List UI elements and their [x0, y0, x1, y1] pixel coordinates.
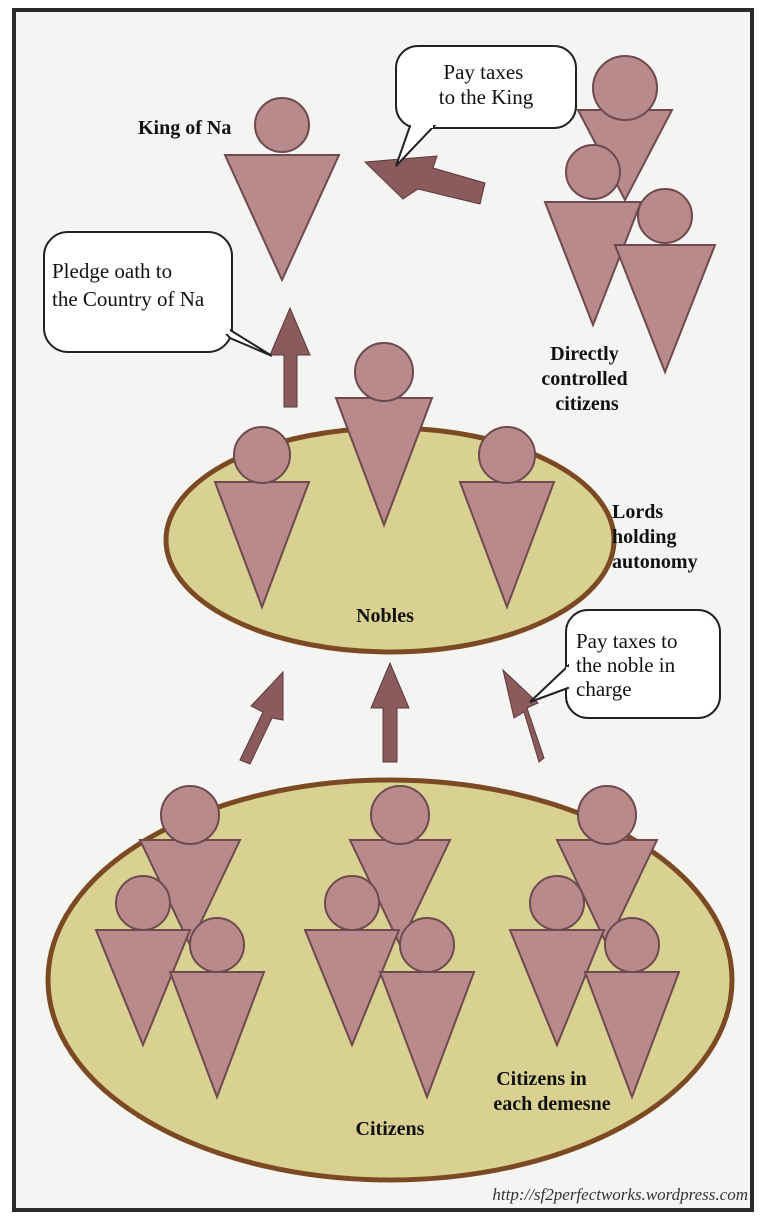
citizens-label: Citizens [356, 1118, 425, 1140]
source-url: http://sf2perfectworks.wordpress.com [492, 1185, 748, 1204]
figure-head [115, 875, 171, 931]
figure-head [160, 785, 220, 845]
bubble-line: the Country of Na [52, 287, 205, 311]
bubble-text: Pledge oath to the Country of Na [52, 259, 205, 311]
direct-citizens-label: Directly controlled citizens [541, 343, 632, 415]
bubble-line: charge [576, 677, 632, 701]
label-line: autonomy [612, 551, 698, 573]
figure-body [223, 154, 341, 283]
figure-head [529, 875, 585, 931]
figure-head [324, 875, 380, 931]
citizen-figure [138, 785, 242, 948]
speech-bubble-pay-noble: Pay taxes to the noble in charge [529, 609, 721, 719]
citizen-figure [508, 875, 606, 1048]
bubble-line: to the King [439, 85, 534, 109]
bubble-box [43, 231, 233, 353]
speech-bubble-pledge: Pledge oath to the Country of Na [43, 231, 273, 357]
figures-layer [94, 55, 717, 1100]
nobles-label: Nobles [356, 605, 414, 627]
lords-label: Lords holding autonomy [612, 501, 698, 573]
label-line: Citizens in [496, 1068, 587, 1090]
label-line: citizens [555, 393, 619, 415]
king-figure [223, 97, 341, 283]
figure-head [637, 188, 693, 244]
speech-bubble-pay-king: Pay taxes to the King [395, 45, 577, 167]
noble-figure [458, 426, 556, 610]
demesne-citizens-label: Citizens in each demesne [493, 1068, 610, 1115]
label-line: each demesne [493, 1093, 610, 1115]
label-line: Lords [612, 501, 663, 523]
arrow-nobles-to-king [269, 306, 311, 408]
label-line: controlled [541, 368, 627, 390]
bubble-tail-join [566, 667, 572, 687]
king-label: King of Na [138, 117, 231, 139]
figure-body [613, 244, 717, 375]
bubble-box [565, 609, 721, 719]
bubble-tail-join [411, 120, 433, 128]
figure-head [254, 97, 310, 153]
bubble-line: the noble in [576, 653, 676, 677]
bubble-text: Pay taxes to the noble in charge [576, 629, 683, 701]
citizen-figure [348, 785, 452, 948]
arrow-citizens-to-noble-center [370, 661, 410, 763]
figure-head [478, 426, 536, 484]
citizen-figure [303, 875, 401, 1048]
noble-figure [334, 342, 434, 528]
arrow-citizens-to-noble-left [239, 670, 284, 765]
figure-head [189, 917, 245, 973]
noble-figure [213, 426, 311, 610]
arrows-layer [239, 155, 545, 765]
arrow-citizens-to-noble-right [502, 668, 545, 763]
citizen-figure [94, 875, 192, 1048]
citizen-figure [378, 917, 476, 1100]
bubble-line: Pay taxes [443, 60, 523, 84]
figure-head [354, 342, 414, 402]
bubble-box [395, 45, 577, 129]
arrow-direct-to-king [363, 155, 486, 205]
citizen-figure [583, 917, 681, 1100]
figure-head [370, 785, 430, 845]
direct-citizen-figure [613, 188, 717, 375]
bubble-tail-join [212, 318, 230, 334]
figure-head [399, 917, 455, 973]
figure-head [577, 785, 637, 845]
figure-body [543, 201, 643, 328]
direct-citizen-figure [576, 55, 674, 203]
bubble-line: Pay taxes to [576, 629, 677, 653]
bubble-text: Pay taxes to the King [439, 60, 534, 109]
figure-head [592, 55, 658, 121]
figure-head [604, 917, 660, 973]
label-line: Directly [550, 343, 619, 365]
figure-head [565, 144, 621, 200]
figure-head [233, 426, 291, 484]
label-line: holding [612, 526, 676, 548]
citizen-figure [168, 917, 266, 1100]
bubble-line: Pledge oath to [52, 259, 172, 283]
direct-citizen-figure [543, 144, 643, 328]
